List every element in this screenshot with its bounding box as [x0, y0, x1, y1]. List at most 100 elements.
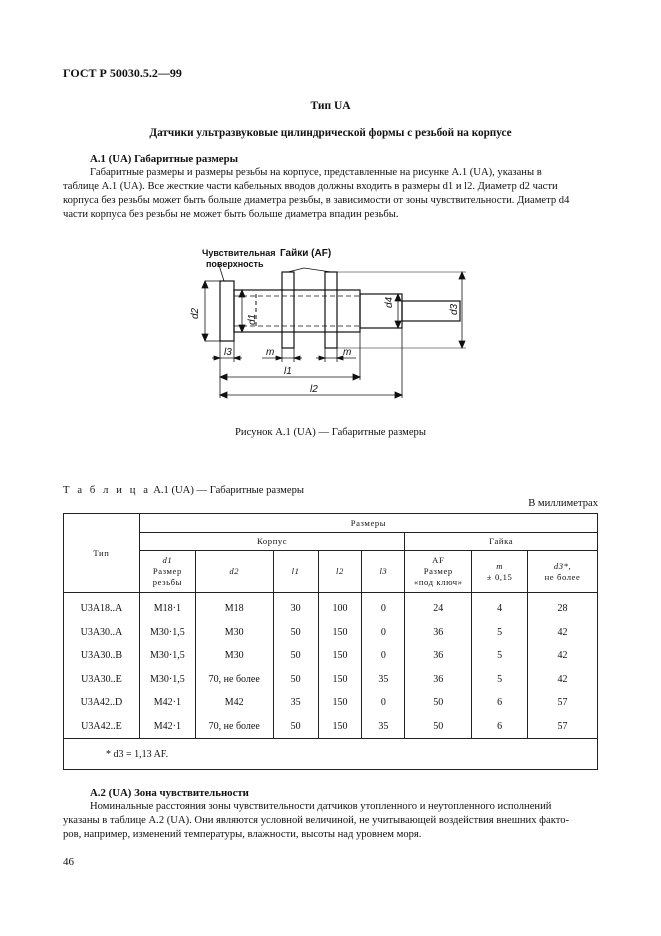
cell-af: 36: [404, 620, 473, 644]
cell-m: 4: [471, 592, 529, 621]
header-m-symbol: m: [496, 560, 504, 571]
cell-m: 6: [471, 714, 529, 739]
cell-d3: 57: [527, 691, 598, 715]
a2-line-3: ров, например, изменений температуры, вл…: [63, 829, 422, 840]
cell-thread: M18·1: [138, 592, 196, 621]
a2-line-1: Номинальные расстояния зоны чувствительн…: [90, 801, 552, 812]
cell-af: 50: [404, 691, 473, 715]
header-d1-line3: резьбы: [152, 577, 182, 587]
dim-d2-label: d2: [190, 307, 201, 319]
page-number: 46: [63, 856, 74, 868]
a2-heading: А.2 (UA) Зона чувствительности: [90, 787, 249, 799]
header-af: AF Размер «под ключ»: [404, 550, 473, 593]
cell-d3: 42: [527, 644, 598, 668]
a1-line-1: Габаритные размеры и размеры резьбы на к…: [90, 167, 542, 178]
cell-d2: M30: [194, 620, 274, 644]
dim-m-left-label: m: [266, 347, 274, 358]
cell-d3: 42: [527, 620, 598, 644]
a1-line-2: таблице А.1 (UA). Все жесткие части кабе…: [63, 181, 558, 192]
cell-l1: 50: [272, 714, 319, 739]
cell-d3: 42: [527, 667, 598, 691]
header-d1-symbol: d1: [162, 555, 173, 565]
cell-type: U3A30..E: [63, 667, 140, 691]
cell-l3: 0: [361, 644, 406, 668]
cell-l1: 50: [272, 620, 319, 644]
type-title: Тип UA: [310, 100, 351, 112]
cell-af: 36: [404, 644, 473, 668]
cell-l3: 35: [361, 667, 406, 691]
header-d3-line2: не более: [544, 571, 581, 582]
cell-l3: 0: [361, 620, 406, 644]
dim-d4-label: d4: [384, 296, 395, 308]
cell-l3: 0: [361, 592, 406, 621]
dimension-drawing: Чувствительная поверхность Гайки (AF) d2…: [190, 248, 466, 399]
header-af-symbol: AF: [432, 555, 445, 565]
label-nuts: Гайки (AF): [280, 248, 331, 259]
cell-d2: M42: [194, 691, 274, 715]
header-l3: l3: [361, 550, 406, 593]
label-sensitive-1: Чувствительная: [202, 248, 275, 258]
table-units: В миллиметрах: [528, 498, 598, 509]
standard-header: ГОСТ Р 50030.5.2—99: [63, 66, 182, 80]
cell-af: 50: [404, 714, 473, 739]
a1-line-3: корпуса без резьбы может быть больше диа…: [63, 195, 570, 206]
header-d2: d2: [194, 550, 274, 593]
cell-thread: M30·1,5: [138, 620, 196, 644]
header-af-line2: Размер: [423, 566, 453, 576]
figure-caption: Рисунок А.1 (UA) — Габаритные размеры: [235, 427, 426, 438]
cell-l1: 35: [272, 691, 319, 715]
dim-l1-label: l1: [284, 366, 292, 377]
cell-thread: M42·1: [138, 691, 196, 715]
cell-d3: 28: [527, 592, 598, 621]
a2-line-2: указаны в таблице А.2 (UA). Они являются…: [63, 815, 570, 826]
nut-right: [324, 271, 338, 349]
dim-l2-label: l2: [310, 384, 318, 395]
header-sizes: Размеры: [138, 513, 599, 533]
nut-left: [281, 271, 295, 349]
cell-l1: 50: [272, 644, 319, 668]
cell-d3: 57: [527, 714, 598, 739]
cell-thread: M42·1: [138, 714, 196, 739]
cell-d2: 70, не более: [194, 714, 274, 739]
cell-type: U3A42..D: [63, 691, 140, 715]
dim-d3-label: d3: [449, 303, 460, 315]
cell-m: 6: [471, 691, 529, 715]
cell-l2: 150: [317, 620, 363, 644]
cable: [401, 300, 461, 322]
header-l1: l1: [272, 550, 319, 593]
cell-l2: 150: [317, 667, 363, 691]
dimensions-table: Тип Размеры Корпус Гайка d1 Размер резьб…: [63, 513, 599, 770]
header-m: m ± 0,15: [471, 550, 529, 593]
header-d3-symbol: d3*,: [553, 560, 572, 571]
dim-d1-label: d1: [247, 314, 258, 325]
cell-d2: 70, не более: [194, 667, 274, 691]
header-af-line3: «под ключ»: [413, 577, 463, 587]
header-d1: d1 Размер резьбы: [138, 550, 196, 593]
cell-l3: 0: [361, 691, 406, 715]
cell-l2: 150: [317, 644, 363, 668]
cell-type: U3A30..B: [63, 644, 140, 668]
cell-thread: M30·1,5: [138, 644, 196, 668]
cell-af: 36: [404, 667, 473, 691]
header-body: Корпус: [138, 532, 406, 551]
header-type: Тип: [63, 513, 140, 593]
cell-l2: 150: [317, 714, 363, 739]
cell-m: 5: [471, 644, 529, 668]
label-sensitive-2: поверхность: [206, 259, 264, 269]
a1-line-4: части корпуса без резьбы не может быть б…: [63, 209, 399, 220]
cell-l1: 30: [272, 592, 319, 621]
section-title: Датчики ультразвуковые цилиндрической фо…: [149, 127, 512, 139]
cell-m: 5: [471, 667, 529, 691]
cell-l2: 150: [317, 691, 363, 715]
table-caption: Т а б л и ц а А.1 (UA) — Габаритные разм…: [63, 485, 304, 496]
dim-l3-label: l3: [224, 347, 232, 358]
header-m-tolerance: ± 0,15: [486, 571, 513, 582]
cell-l2: 100: [317, 592, 363, 621]
table-footnote: * d3 = 1,13 AF.: [63, 738, 598, 770]
